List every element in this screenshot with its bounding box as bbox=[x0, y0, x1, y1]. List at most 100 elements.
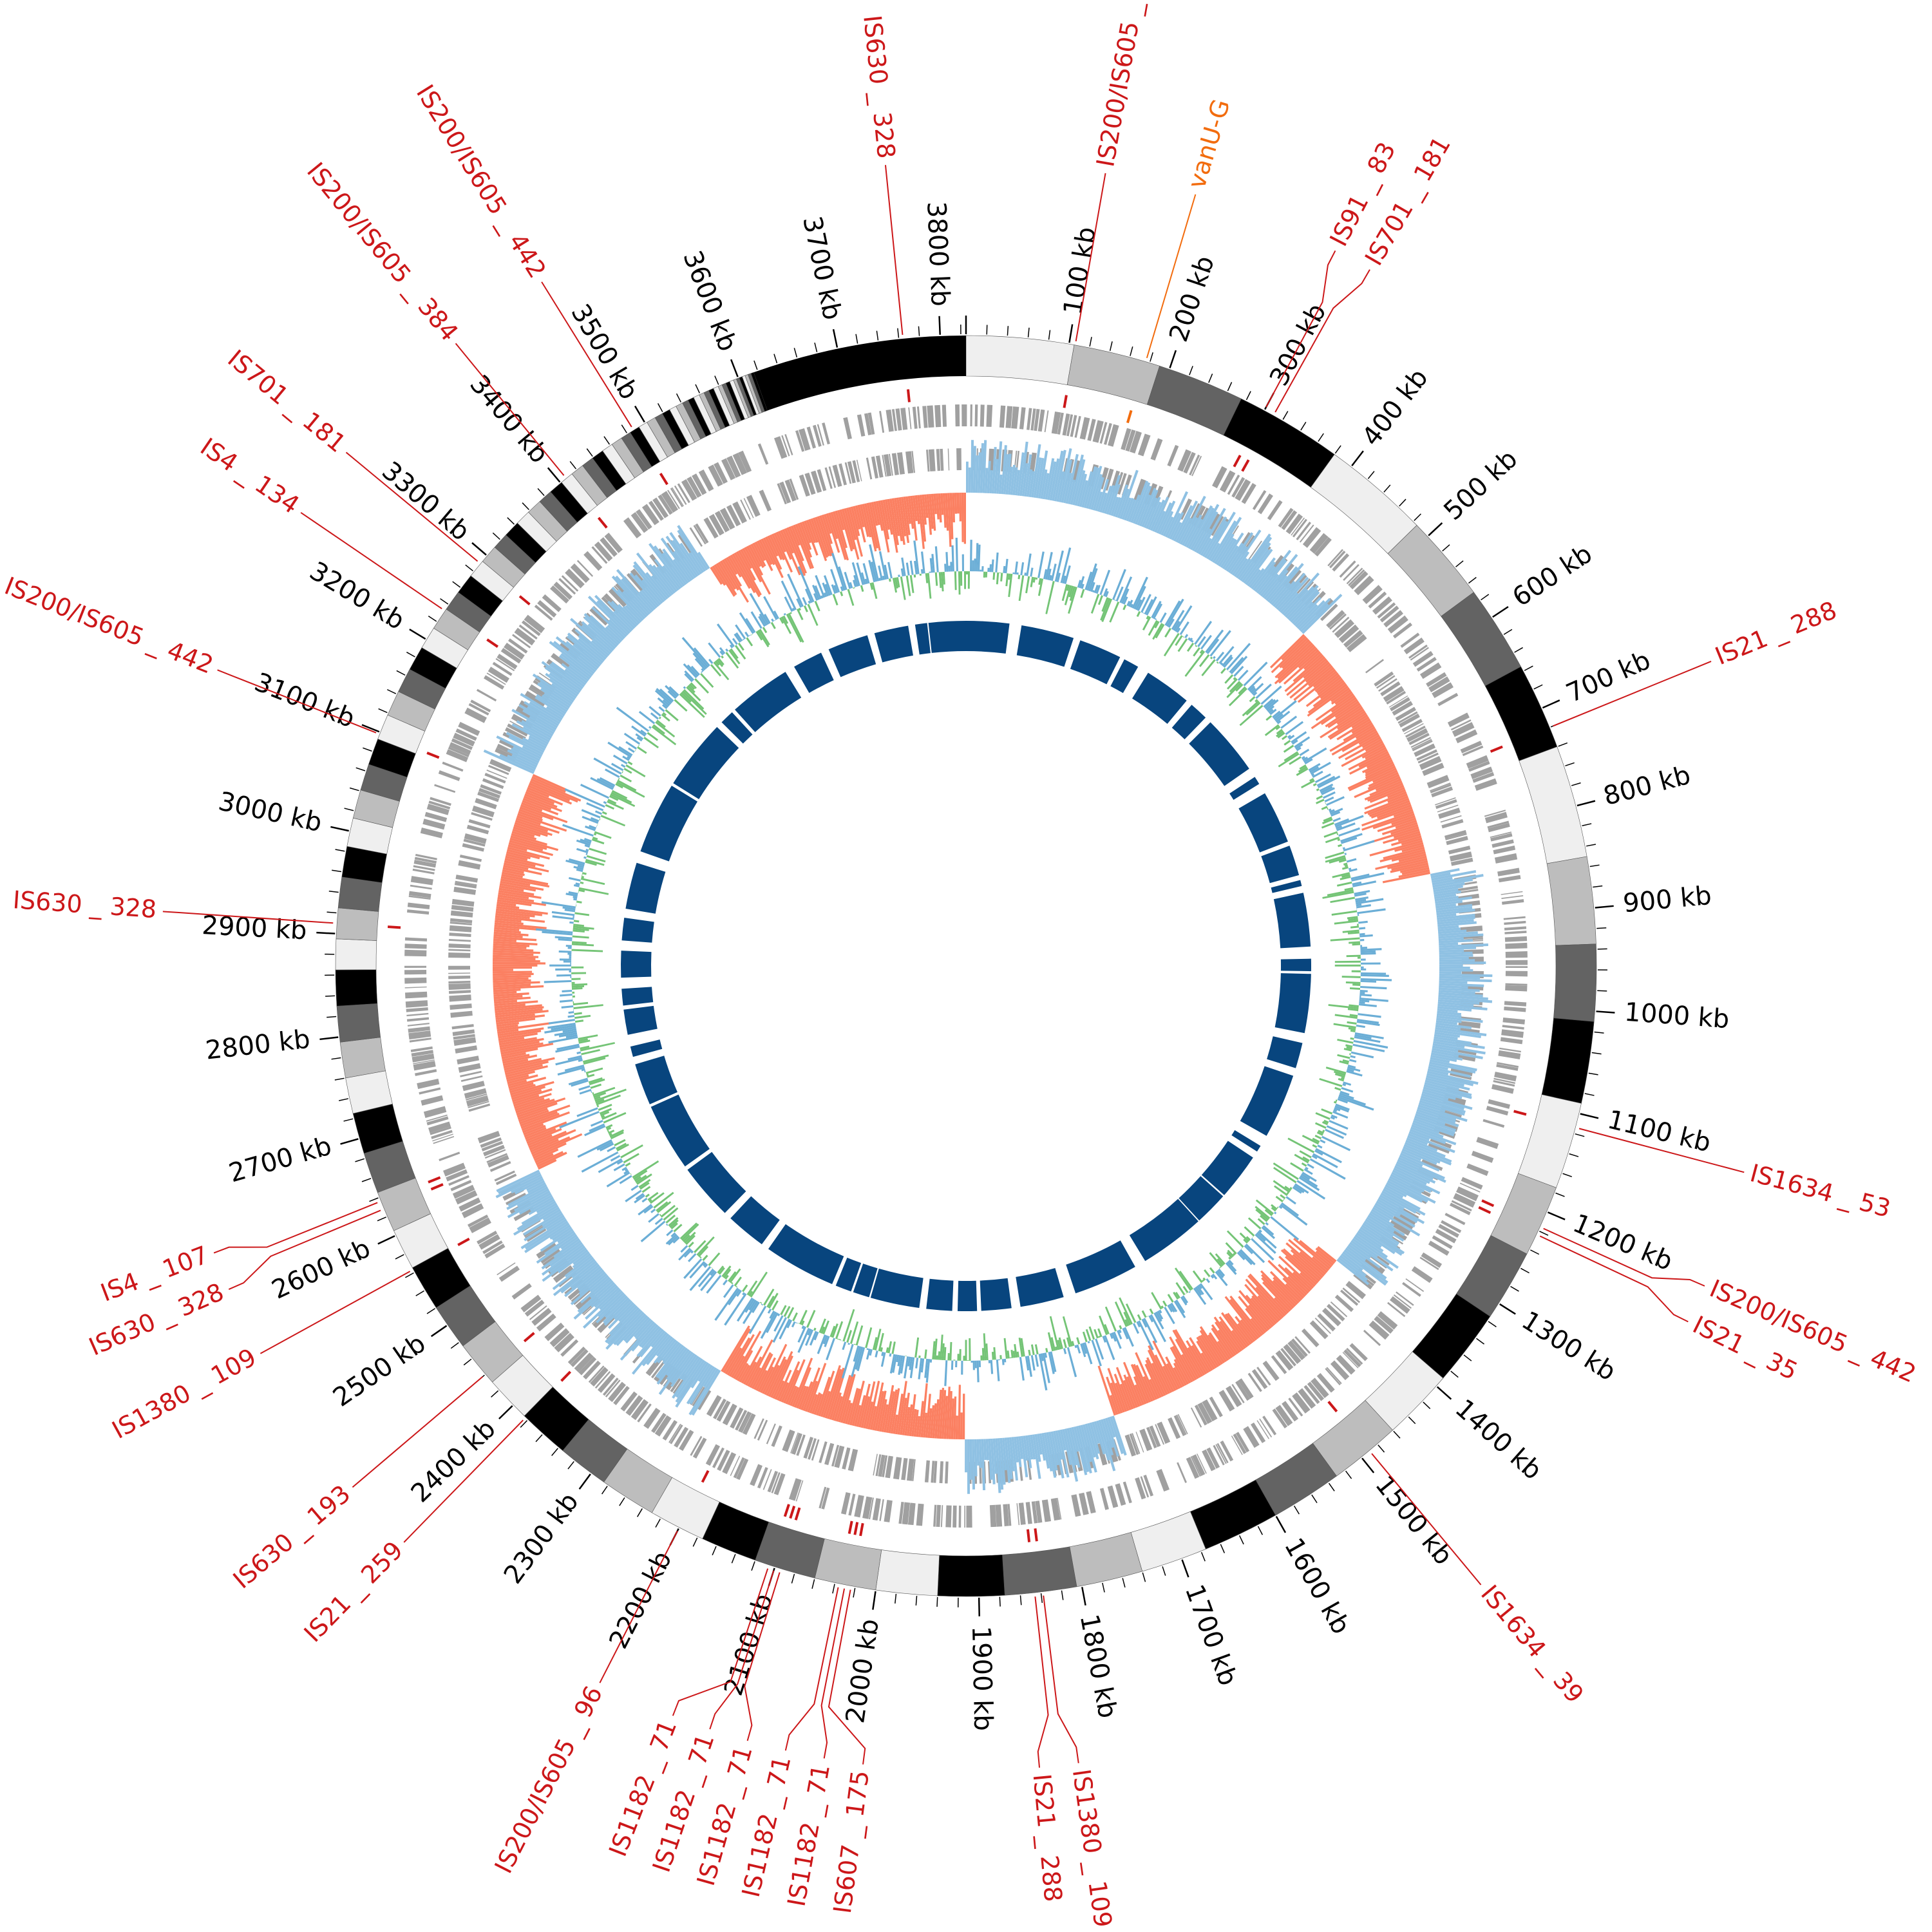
gc-skew-bar bbox=[898, 497, 907, 536]
minor-tick bbox=[415, 1290, 424, 1296]
gc-content-bar bbox=[783, 612, 786, 616]
gc-skew-bar bbox=[820, 1390, 831, 1417]
gene-block bbox=[712, 1447, 724, 1468]
gc-skew-bar bbox=[1165, 1356, 1183, 1388]
gc-content-bar bbox=[970, 540, 972, 572]
gc-content-bar bbox=[1275, 1195, 1283, 1202]
gene-block bbox=[668, 1423, 681, 1443]
gc-skew-bar bbox=[1107, 1417, 1116, 1438]
gc-skew-bar bbox=[1040, 469, 1048, 499]
inner-region-block bbox=[621, 951, 652, 978]
gc-content-bar bbox=[1274, 713, 1283, 721]
gc-content-bar bbox=[578, 1085, 591, 1091]
gc-skew-bar bbox=[1401, 844, 1425, 853]
gene-block bbox=[558, 578, 576, 595]
gc-content-bar bbox=[565, 1034, 578, 1039]
gc-content-bar bbox=[673, 1224, 683, 1233]
gc-skew-bar bbox=[495, 913, 530, 920]
gc-content-bar bbox=[638, 744, 640, 747]
gc-skew-bar bbox=[1200, 538, 1212, 556]
gene-block bbox=[1019, 407, 1026, 430]
gc-skew-bar bbox=[1391, 851, 1426, 862]
gc-content-bar bbox=[1226, 1251, 1233, 1259]
gc-skew-bar bbox=[686, 1365, 713, 1405]
gc-content-bar bbox=[1321, 1108, 1333, 1115]
gc-content-bar bbox=[1046, 568, 1052, 580]
gc-content-bar bbox=[1148, 620, 1158, 636]
tick-label: 3800 kb bbox=[921, 201, 955, 307]
gc-skew-bar bbox=[672, 1357, 701, 1399]
gc-skew-bar bbox=[570, 1273, 608, 1305]
gc-content-bar bbox=[1332, 817, 1341, 822]
major-tick bbox=[1595, 905, 1614, 909]
gc-content-bar bbox=[963, 571, 966, 589]
gc-content-bar bbox=[623, 768, 632, 774]
gene-block bbox=[404, 937, 428, 942]
gc-skew-bar bbox=[1439, 987, 1480, 992]
gc-content-bar bbox=[1298, 766, 1308, 773]
gc-skew-bar bbox=[1377, 1198, 1418, 1224]
gc-content-bar bbox=[807, 603, 819, 626]
contig-band bbox=[1541, 1018, 1595, 1104]
gc-content-bar bbox=[1307, 1163, 1314, 1169]
gene-block bbox=[974, 404, 978, 427]
gc-content-bar bbox=[1016, 572, 1019, 575]
gc-skew-bar bbox=[679, 542, 703, 574]
gene-block bbox=[995, 1504, 1003, 1527]
gc-content-bar bbox=[1087, 1341, 1090, 1344]
gc-skew-bar bbox=[1053, 1430, 1065, 1479]
gc-content-bar bbox=[613, 1163, 625, 1171]
contig-band bbox=[814, 1538, 882, 1591]
gc-content-bar bbox=[866, 1349, 871, 1360]
gene-block bbox=[430, 797, 451, 806]
gc-skew-bar bbox=[1154, 510, 1166, 533]
inner-region-block bbox=[926, 1278, 954, 1311]
gc-skew-bar bbox=[712, 565, 726, 586]
gc-content-bar bbox=[1210, 1274, 1215, 1279]
gc-skew-bar bbox=[1394, 1165, 1430, 1184]
gene-block bbox=[451, 898, 475, 907]
gc-content-bar bbox=[672, 1236, 680, 1244]
gc-skew-bar bbox=[1435, 1027, 1487, 1037]
gc-skew-bar bbox=[1372, 813, 1415, 829]
gc-content-bar bbox=[1037, 578, 1044, 596]
gene-block bbox=[1271, 1355, 1287, 1374]
gc-skew-bar bbox=[860, 1396, 870, 1428]
gene-block bbox=[1044, 410, 1049, 433]
gc-content-bar bbox=[573, 927, 589, 931]
gene-block bbox=[1380, 681, 1401, 697]
gc-content-bar bbox=[909, 574, 914, 593]
gc-content-bar bbox=[585, 858, 605, 866]
gc-content-bar bbox=[1328, 1004, 1359, 1010]
gc-content-bar bbox=[1334, 960, 1361, 963]
gc-content-bar bbox=[1273, 700, 1297, 720]
gc-skew-bar bbox=[1043, 1432, 1053, 1472]
gene-block bbox=[1399, 713, 1420, 728]
gc-skew-bar bbox=[1370, 1210, 1395, 1227]
gc-skew-bar bbox=[946, 1387, 951, 1439]
gc-skew-bar bbox=[1343, 1249, 1388, 1284]
gc-content-bar bbox=[724, 1274, 729, 1280]
gc-skew-bar bbox=[1406, 1137, 1438, 1152]
gene-block bbox=[497, 1262, 516, 1276]
gc-skew-bar bbox=[1278, 1264, 1309, 1294]
gene-block bbox=[940, 1505, 943, 1528]
gc-content-bar bbox=[958, 571, 961, 595]
feature-leader-line bbox=[455, 343, 565, 476]
gc-skew-bar bbox=[1174, 1329, 1204, 1377]
gc-content-bar bbox=[1349, 1059, 1357, 1063]
gene-block bbox=[840, 1492, 851, 1515]
gc-skew-bar bbox=[747, 1339, 773, 1387]
gene-block bbox=[448, 965, 471, 970]
gc-skew-bar bbox=[1217, 1329, 1237, 1356]
gc-skew-bar bbox=[511, 753, 538, 768]
gene-block bbox=[451, 738, 473, 750]
inner-region-block bbox=[1066, 1240, 1135, 1294]
contig-band bbox=[1146, 365, 1242, 436]
gene-block bbox=[896, 452, 905, 475]
gc-content-bar bbox=[556, 1043, 580, 1050]
gene-block bbox=[452, 1029, 475, 1036]
gc-skew-bar bbox=[510, 748, 540, 764]
gc-content-bar bbox=[1341, 976, 1361, 978]
gc-content-bar bbox=[557, 1066, 585, 1076]
